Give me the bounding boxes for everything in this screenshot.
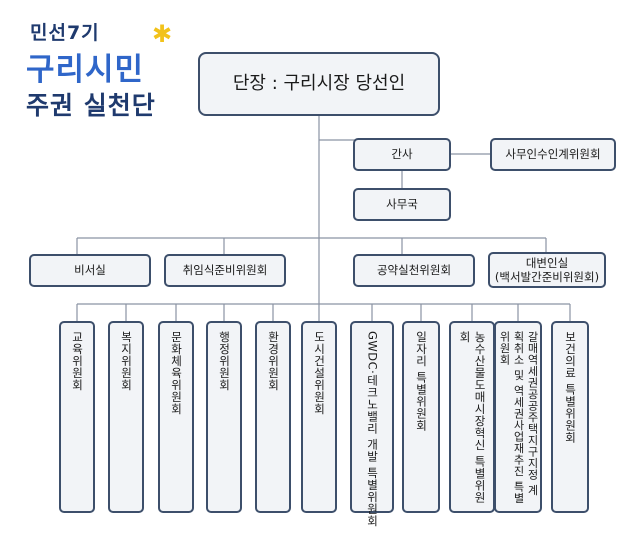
committee-box: 보건의료 특별위원회 [551, 321, 589, 513]
committee-box: 농수산물도매시장혁신 특별위원회 [449, 321, 495, 513]
committee-box: 환경위원회 [255, 321, 291, 513]
committee-label: GWDC·테크노밸리 개발 특별위원회 [365, 331, 380, 527]
committee-label: 복지위원회 [119, 331, 134, 391]
secretary-box: 간사 [353, 138, 451, 171]
head-box: 단장 : 구리시장 당선인 [198, 52, 440, 116]
committee-box: 교육위원회 [59, 321, 95, 513]
committee-box: 행정위원회 [206, 321, 242, 513]
committee-label: 도시건설위원회 [312, 331, 327, 415]
star-icon: ✱ [152, 20, 173, 48]
committee-label: 환경위원회 [266, 331, 281, 391]
committee-box: 도시건설위원회 [301, 321, 337, 513]
logo: 민선7기 구리시민 주권 실천단 ✱ [22, 14, 182, 124]
committee-box: GWDC·테크노밸리 개발 특별위원회 [350, 321, 394, 527]
logo-line1: 민선7기 [30, 22, 100, 44]
committee-label: 농수산물도매시장혁신 특별위원회 [458, 331, 487, 504]
inauguration-committee-box: 취임식준비위원회 [164, 254, 286, 287]
office-box: 사무국 [353, 188, 451, 221]
committee-label: 행정위원회 [217, 331, 232, 391]
committee-label: 일자리 특별위원회 [414, 331, 429, 432]
secretary-office-box: 비서실 [29, 254, 151, 287]
committee-label: 갈매역세권공공주택지구지정 계획취소 및 역세권사업재추진 특별위원회 [498, 331, 539, 504]
committee-box: 문화체육위원회 [158, 321, 194, 513]
logo-line2: 구리시민 [26, 52, 145, 88]
committee-label: 보건의료 특별위원회 [563, 331, 578, 444]
committee-box: 일자리 특별위원회 [402, 321, 440, 513]
committee-box: 갈매역세권공공주택지구지정 계획취소 및 역세권사업재추진 특별위원회 [494, 321, 542, 513]
spokesperson-box: 대변인실 (백서발간준비위원회) [488, 252, 606, 288]
committee-label: 교육위원회 [70, 331, 85, 391]
committee-box: 복지위원회 [108, 321, 144, 513]
white-paper-committee-label: (백서발간준비위원회) [494, 270, 600, 284]
committee-label: 문화체육위원회 [169, 331, 184, 415]
logo-line3: 주권 실천단 [26, 91, 156, 120]
spokesperson-label: 대변인실 [525, 255, 569, 270]
pledge-committee-box: 공약실천위원회 [353, 254, 475, 287]
transition-committee-box: 사무인수인계위원회 [490, 138, 616, 171]
